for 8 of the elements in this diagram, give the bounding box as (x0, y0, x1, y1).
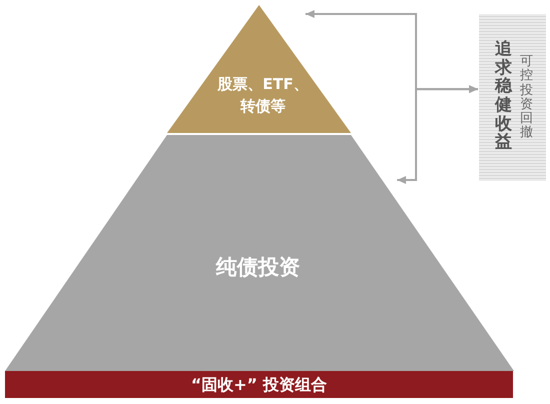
banner-bar (5, 371, 513, 398)
vertical-note: 可控投资回撤 (520, 55, 533, 141)
side-panel (479, 14, 546, 181)
connector-arrow (397, 85, 478, 184)
tier-label: 纯债投资 (214, 254, 301, 281)
tier-label: 股票、ETF、转债等 (216, 74, 310, 117)
vertical-heading: 追求稳健收益 (495, 40, 512, 152)
banner-title: “固收+” 投资组合 (190, 374, 328, 396)
